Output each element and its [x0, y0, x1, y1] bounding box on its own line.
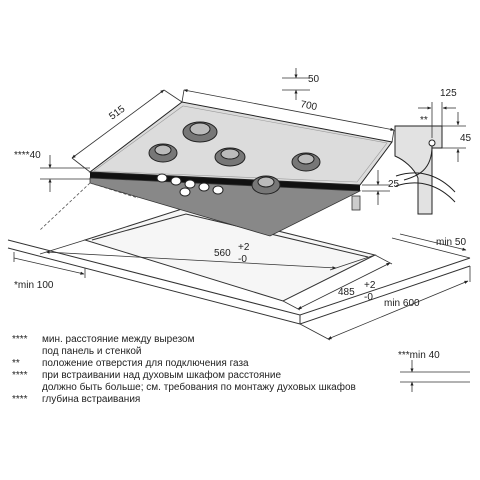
notes-legend: **** мин. расстояние между вырезом под п… [12, 334, 472, 406]
label-side-top: 125 [440, 88, 457, 99]
side-profile-detail [394, 102, 466, 215]
note-text: должно быть больше; см. требования по мо… [42, 382, 356, 393]
note-text: при встраивании над духовым шкафом расст… [42, 370, 282, 381]
burner-icon [148, 143, 178, 163]
knob-icon [179, 187, 191, 197]
knob-icon [170, 176, 182, 186]
label-side-height: 45 [460, 133, 472, 144]
gas-connector [351, 195, 361, 211]
burner-icon [182, 121, 218, 143]
label-width-top: 700 [299, 99, 318, 113]
label-top-offset: 50 [308, 74, 320, 85]
label-min-front: *min 100 [14, 280, 54, 291]
note-text: мин. расстояние между вырезом [42, 334, 195, 345]
note-item: **** глубина встраивания [12, 394, 472, 406]
burner-icon [251, 175, 281, 195]
label-cutout-width: 560 [214, 248, 231, 259]
note-text: глубина встраивания [42, 394, 141, 405]
burner-icon [291, 152, 321, 172]
label-cutout-width-tol-plus: +2 [238, 242, 250, 253]
note-item-continued: под панель и стенкой [12, 346, 472, 358]
note-item: **** мин. расстояние между вырезом [12, 334, 472, 346]
hidden-edges [39, 182, 139, 231]
label-cutout-depth-tol-minus: -0 [364, 292, 373, 303]
note-item-continued: должно быть больше; см. требования по мо… [12, 382, 472, 394]
knob-icon [212, 185, 224, 195]
label-front-gap: ****40 [14, 150, 41, 161]
hob [88, 101, 393, 237]
gas-inlet-icon [428, 139, 436, 147]
note-text: под панель и стенкой [42, 346, 142, 357]
label-min-right: min 50 [436, 237, 466, 248]
label-build-in-depth: 25 [388, 179, 400, 190]
note-text: положение отверстия для подключения газа [42, 358, 249, 369]
label-min-below: ***min 40 [398, 350, 440, 361]
note-mark: **** [12, 394, 28, 405]
label-side-marker: ** [420, 115, 428, 126]
label-cutout-depth-tol-plus: +2 [364, 280, 376, 291]
label-cutout-width-tol-minus: -0 [238, 254, 247, 265]
note-mark: ** [12, 358, 20, 369]
burner-icon [214, 147, 246, 167]
knob-icon [184, 179, 196, 189]
dimension-labels: 515 700 50 ****40 25 560 +2 -0 485 +2 -0… [14, 74, 472, 361]
label-cutout-depth: 485 [338, 287, 355, 298]
note-item: ** положение отверстия для подключения г… [12, 358, 472, 370]
note-mark: **** [12, 370, 28, 381]
note-mark: **** [12, 334, 28, 345]
control-knobs [156, 173, 224, 197]
label-min-depth: min 600 [384, 298, 420, 309]
dimension-lines [13, 68, 471, 392]
knob-icon [198, 182, 210, 192]
note-item: **** при встраивании над духовым шкафом … [12, 370, 472, 382]
knob-icon [156, 173, 168, 183]
